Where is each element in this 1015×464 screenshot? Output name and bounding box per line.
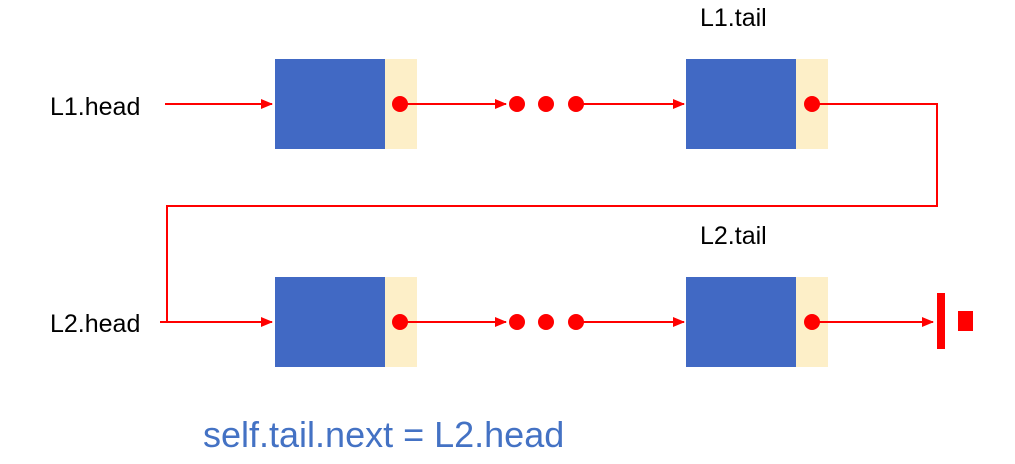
node-data-field [275, 277, 385, 367]
null-terminator-icon [937, 293, 973, 349]
l1-tail-label: L1.tail [700, 4, 767, 32]
l2-first-node [275, 277, 417, 367]
l2-ellipsis-icon [509, 314, 584, 330]
l1-head-label: L1.head [50, 93, 140, 121]
node-data-field [686, 59, 796, 149]
node-data-field [686, 277, 796, 367]
l1-first-node [275, 59, 417, 149]
l2-tail-node [686, 277, 828, 367]
l1-tail-node [686, 59, 828, 149]
l1-ellipsis-icon [509, 96, 584, 112]
code-caption: self.tail.next = L2.head [203, 414, 564, 455]
l2-head-label: L2.head [50, 310, 140, 338]
l2-tail-label: L2.tail [700, 222, 767, 250]
tail-next-to-l2-head-connector [166, 103, 938, 327]
node-data-field [275, 59, 385, 149]
